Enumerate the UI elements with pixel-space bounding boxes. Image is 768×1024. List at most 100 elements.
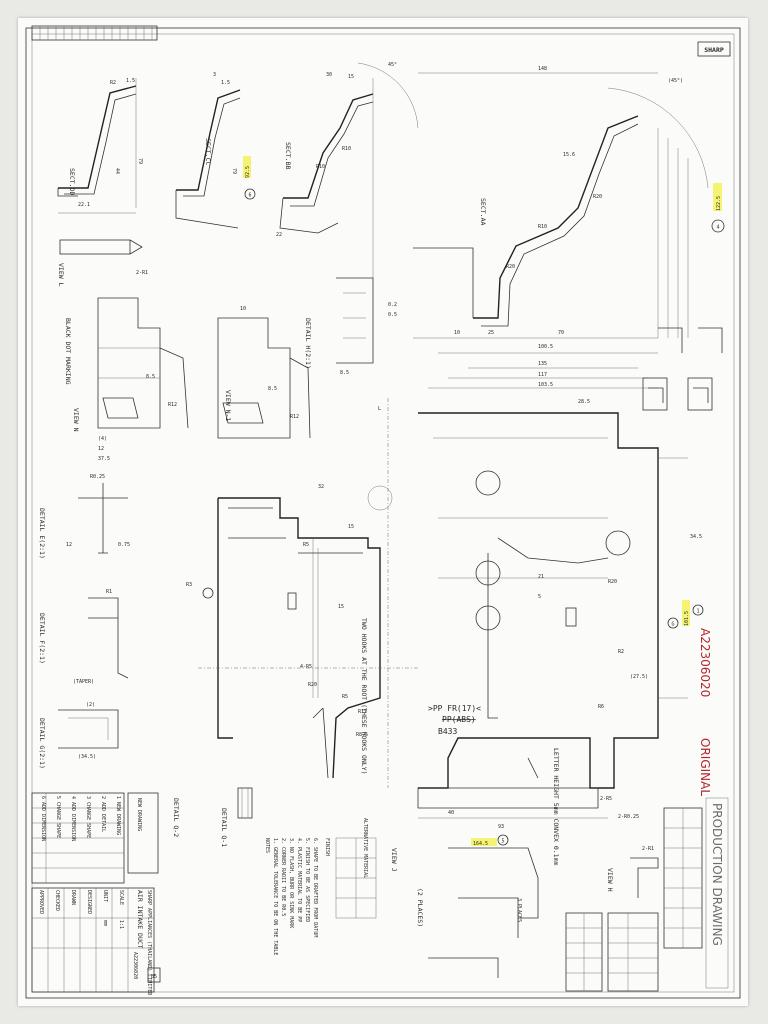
sect-aa-title: SECT.AA — [479, 198, 487, 225]
detail-f-title: DETAIL F(2:1) — [38, 613, 46, 664]
svg-text:3 CHANGE SHAPE: 3 CHANGE SHAPE — [85, 796, 91, 838]
view-l: VIEW L 2-R1 — [57, 239, 148, 287]
svg-text:(TAPER): (TAPER) — [73, 679, 94, 685]
svg-text:2 ADD DETAIL: 2 ADD DETAIL — [100, 796, 106, 832]
svg-text:PP(ABS): PP(ABS) — [442, 715, 476, 724]
svg-text:2-R5: 2-R5 — [600, 796, 612, 802]
marking-block: >PP FR(17)< PP(ABS) B433 LETTER HEIGHT 5… — [428, 704, 560, 865]
detail-q-views: DETAIL Q-2 DETAIL Q-1 — [172, 787, 253, 847]
svg-text:6. SHAPE TO BE DRAFTED FROM DA: 6. SHAPE TO BE DRAFTED FROM DATUM — [312, 838, 318, 937]
view-n1-title: VIEW N-1 — [224, 390, 232, 421]
svg-text:R12: R12 — [168, 402, 177, 408]
svg-text:40: 40 — [448, 810, 454, 816]
section-cc: 3 1.5 79 SECT.CC 92.5 6 — [175, 72, 256, 229]
detail-g: (2) (34.5) DETAIL G(2:1) — [38, 702, 119, 769]
svg-text:117: 117 — [538, 372, 547, 378]
svg-text:15: 15 — [348, 74, 354, 80]
doc-number: A22306020 — [698, 628, 712, 697]
balloon-icon — [711, 219, 725, 233]
svg-text:ALTERNATIVE MATERIAL: ALTERNATIVE MATERIAL — [362, 818, 368, 878]
highlight-122-5 — [713, 183, 722, 211]
svg-text:R20: R20 — [506, 264, 515, 270]
detail-h: 0.2 0.5 8.5 DETAIL H(2:1) — [304, 277, 397, 376]
svg-text:4. PLASTIC MATERIAL TO BE PP: 4. PLASTIC MATERIAL TO BE PP — [296, 838, 302, 922]
svg-text:1.5: 1.5 — [221, 80, 230, 86]
view-j: VIEW J (2 PLACES) 3 PLACES 164.5 5 — [390, 834, 539, 978]
svg-text:1:1: 1:1 — [118, 920, 124, 929]
view-h-title: VIEW H — [606, 868, 614, 892]
svg-text:2-R1: 2-R1 — [136, 270, 148, 276]
svg-text:A22306020: A22306020 — [132, 952, 138, 979]
svg-text:R20: R20 — [308, 682, 317, 688]
detail-f-callout — [475, 470, 501, 496]
svg-text:37.5: 37.5 — [98, 456, 110, 462]
section-bb: 30 15 45° R10 R10 22 SECT.BB — [276, 62, 419, 278]
svg-text:2-R0.25: 2-R0.25 — [618, 814, 639, 820]
inner-frame — [31, 33, 735, 993]
svg-text:3 PLACES: 3 PLACES — [516, 898, 522, 922]
hooks-note: TWO HOOKS AT THE ROOT (THESE HOOKS ONLY) — [360, 618, 368, 775]
zone-ruler-top — [31, 25, 158, 41]
tolerance-table — [565, 807, 703, 992]
detail-f: R1 (TAPER) DETAIL F(2:1) — [38, 589, 129, 685]
svg-text:5: 5 — [538, 594, 541, 600]
section-aa: 148 100.5 70 25 10 15.6 R20 R10 R20 SECT… — [413, 66, 725, 354]
drawing-canvas: SHARP R2 1.5 79 44 22.1 SECT.DD 3 1.5 79… — [25, 25, 741, 999]
svg-text:15: 15 — [338, 604, 344, 610]
svg-text:4: 4 — [716, 225, 719, 231]
svg-text:8.5: 8.5 — [146, 374, 155, 380]
production-stamp-box — [705, 797, 729, 989]
svg-text:(2): (2) — [86, 702, 95, 708]
detail-e-callout — [367, 485, 393, 511]
sect-bb-title: SECT.BB — [284, 142, 292, 169]
svg-text:1.5: 1.5 — [126, 78, 135, 84]
svg-text:15.6: 15.6 — [563, 152, 575, 158]
svg-text:UNIT: UNIT — [102, 890, 108, 902]
doc-status: ORIGINAL — [698, 738, 712, 796]
balloon-icon — [244, 188, 256, 200]
svg-text:22: 22 — [276, 232, 282, 238]
detail-h-title: DETAIL H(2:1) — [304, 318, 312, 369]
svg-text:R2: R2 — [110, 80, 116, 86]
svg-text:NOTES: NOTES — [264, 838, 270, 853]
svg-text:22.1: 22.1 — [78, 202, 90, 208]
svg-text:R0.25: R0.25 — [90, 474, 105, 480]
sect-cc-title: SECT.CC — [204, 138, 212, 165]
svg-text:92.5: 92.5 — [245, 166, 251, 178]
svg-text:R1: R1 — [106, 589, 112, 595]
svg-text:10: 10 — [454, 330, 460, 336]
view-n-title: VIEW N — [72, 408, 80, 432]
svg-text:5. FINISH TO BE AS SPECIFIED: 5. FINISH TO BE AS SPECIFIED — [304, 838, 310, 922]
svg-text:1: 1 — [696, 609, 699, 615]
svg-text:1. GENERAL TOLERANCE TO BE ON: 1. GENERAL TOLERANCE TO BE ON THE TABLE — [272, 838, 278, 955]
svg-text:12: 12 — [98, 446, 104, 452]
svg-text:5 CHANGE SHAPE: 5 CHANGE SHAPE — [55, 796, 61, 838]
svg-text:G: G — [671, 622, 674, 628]
svg-text:mm: mm — [102, 920, 108, 926]
svg-text:DRAWN: DRAWN — [70, 890, 76, 905]
svg-text:R6: R6 — [598, 704, 604, 710]
svg-text:6: 6 — [248, 193, 251, 199]
brand-box — [697, 41, 731, 57]
sect-dd-title: SECT.DD — [68, 168, 76, 195]
detail-q-small — [642, 327, 723, 411]
svg-text:70: 70 — [558, 330, 564, 336]
revision-table: 6 ADD DIMENSION 5 CHANGE SHAPE 4 ADD DIM… — [31, 792, 125, 884]
svg-text:DESIGNED: DESIGNED — [86, 890, 92, 914]
svg-text:R5: R5 — [303, 542, 309, 548]
svg-text:6 ADD DIMENSION: 6 ADD DIMENSION — [40, 796, 46, 841]
main-plan-view: 4-R5 R20 R5 R17 R8.5 R5 R3 32 15 15 L 13… — [186, 361, 704, 865]
svg-text:10: 10 — [240, 306, 246, 312]
detail-g-title: DETAIL G(2:1) — [38, 718, 46, 769]
svg-text:8.5: 8.5 — [340, 370, 349, 376]
balloon-icon — [692, 604, 704, 616]
svg-text:SCALE: SCALE — [118, 890, 124, 905]
svg-text:5: 5 — [501, 839, 504, 845]
svg-text:FINISH: FINISH — [324, 838, 330, 856]
svg-text:(27.5): (27.5) — [630, 674, 648, 680]
svg-text:148: 148 — [538, 66, 547, 72]
letter-height-note: LETTER HEIGHT 5mm CONVEX 0.1mm — [552, 748, 560, 865]
two-places-note: (2 PLACES) — [416, 888, 424, 927]
svg-text:NEW DRAWING: NEW DRAWING — [136, 798, 142, 831]
svg-text:(4): (4) — [98, 436, 107, 442]
